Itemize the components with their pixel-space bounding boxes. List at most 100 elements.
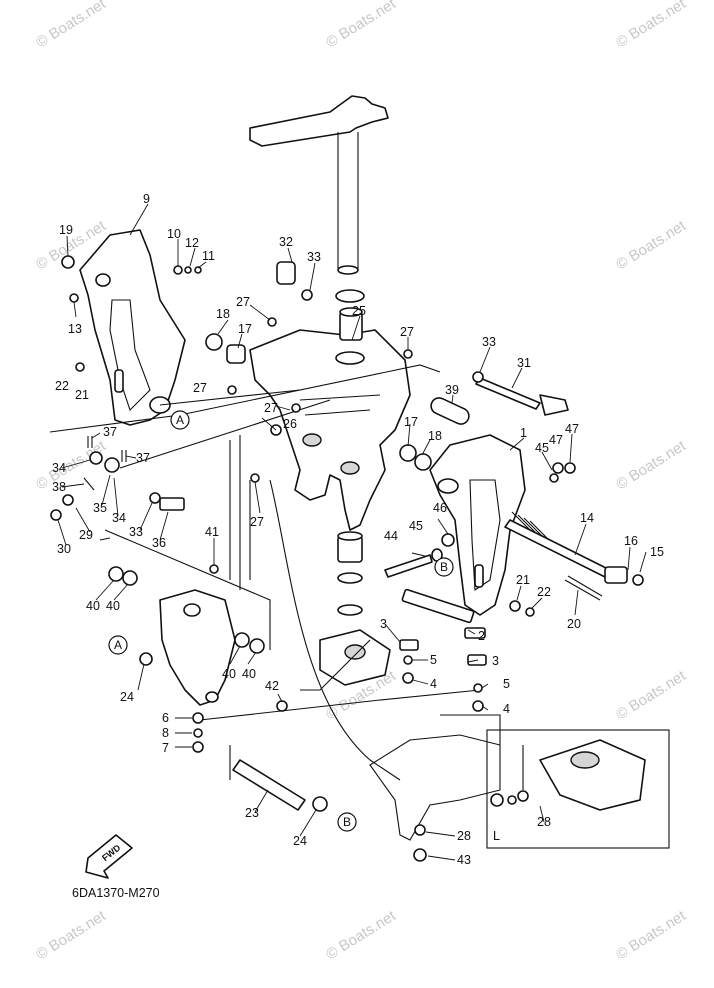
lower-unit-outline (369, 714, 501, 841)
steering-bushing-stack (335, 289, 365, 341)
callout-label: 32 (279, 235, 293, 249)
callout-label: 37 (103, 425, 117, 439)
reference-marker-label: B (440, 560, 448, 574)
tilt-tube-bolt (384, 548, 443, 578)
callout-label: 22 (55, 379, 69, 393)
callout-label: 33 (129, 525, 143, 539)
callout-label: 7 (162, 741, 169, 755)
callout-label: 28 (537, 815, 551, 829)
drawing-code: 6DA1370-M270 (72, 886, 160, 900)
fwd-arrow-icon: FWD (85, 834, 133, 879)
callout-label: 33 (307, 250, 321, 264)
callout-label: 40 (242, 667, 256, 681)
fastener-glyphs (50, 255, 644, 862)
callout-label: 24 (293, 834, 307, 848)
callout-label: 27 (250, 515, 264, 529)
callout-label: 42 (265, 679, 279, 693)
reference-marker-b-bottom: B (337, 812, 357, 832)
callout-label: 23 (245, 806, 259, 820)
callout-label: 40 (222, 667, 236, 681)
right-clamp-bracket-shape (429, 434, 526, 616)
watermark: © Boats.net (323, 0, 399, 51)
watermark: © Boats.net (613, 907, 689, 964)
callout-label: 5 (503, 677, 510, 691)
callout-label: 12 (185, 236, 199, 250)
callout-label: 17 (238, 322, 252, 336)
callout-label: 3 (380, 617, 387, 631)
callout-labels: 9 19 10 12 11 13 18 17 27 32 33 25 27 33… (52, 192, 664, 867)
watermark: © Boats.net (613, 0, 689, 51)
callout-label: 43 (457, 853, 471, 867)
callout-label: 27 (193, 381, 207, 395)
reference-marker-label: A (176, 413, 184, 427)
lower-mount-yoke (319, 629, 391, 686)
reference-marker-a-top: A (170, 410, 190, 430)
callout-label: 10 (167, 227, 181, 241)
callout-label: 24 (120, 690, 134, 704)
reference-marker-a-bottom: A (108, 635, 128, 655)
assembly-lines (49, 364, 481, 781)
callout-label: 18 (216, 307, 230, 321)
callout-label: 39 (445, 383, 459, 397)
watermark: © Boats.net (33, 907, 109, 964)
callout-label: 33 (482, 335, 496, 349)
reference-marker-label: A (114, 638, 122, 652)
callout-label: 25 (352, 304, 366, 318)
inset-detail-l: L (486, 729, 670, 849)
reference-marker-b-top: B (434, 557, 454, 577)
left-clamp-bracket-shape (79, 229, 186, 426)
callout-label: 1 (520, 426, 527, 440)
callout-label: 13 (68, 322, 82, 336)
watermark: © Boats.net (33, 0, 109, 51)
callout-label: 40 (86, 599, 100, 613)
thrust-rod-shape (504, 511, 628, 584)
callout-label: 15 (650, 545, 664, 559)
callout-label: 35 (93, 501, 107, 515)
callout-label: 16 (624, 534, 638, 548)
watermark: © Boats.net (613, 667, 689, 724)
callout-label: 3 (492, 654, 499, 668)
callout-label: 47 (549, 433, 563, 447)
callout-label: 11 (202, 249, 215, 263)
callout-label: 26 (283, 417, 297, 431)
watermark: © Boats.net (323, 907, 399, 964)
callout-label: 21 (516, 573, 530, 587)
watermark: © Boats.net (613, 437, 689, 494)
callout-label: 19 (59, 223, 73, 237)
callout-label: 14 (580, 511, 594, 525)
callout-label: 36 (152, 536, 166, 550)
lower-bracket-assembly (159, 589, 236, 706)
tilt-lock-rod (475, 377, 569, 416)
steering-arm-shape (249, 95, 389, 275)
callout-label: 28 (457, 829, 471, 843)
collar-39 (430, 397, 470, 425)
callout-label: 22 (537, 585, 551, 599)
callout-label: 27 (264, 401, 278, 415)
swivel-bracket-shape (249, 329, 411, 531)
reference-marker-label: B (343, 815, 351, 829)
callout-label: 21 (75, 388, 89, 402)
callout-label: 27 (236, 295, 250, 309)
callout-label: 44 (384, 529, 398, 543)
watermark: © Boats.net (613, 217, 689, 274)
callout-label: 34 (112, 511, 126, 525)
callout-label: 27 (400, 325, 414, 339)
callout-label: 8 (162, 726, 169, 740)
callout-label: 4 (503, 702, 510, 716)
callout-label: 47 (565, 422, 579, 436)
callout-label: 9 (143, 192, 150, 206)
callout-label: 45 (535, 441, 549, 455)
callout-label: 38 (52, 480, 66, 494)
callout-label: 2 (478, 629, 485, 643)
inset-label: L (493, 829, 500, 843)
callout-label: 41 (205, 525, 219, 539)
callout-label: 45 (409, 519, 423, 533)
sleeve-23 (232, 759, 306, 811)
callout-label: 46 (433, 501, 447, 515)
callout-label: 37 (136, 451, 150, 465)
callout-label: 40 (106, 599, 120, 613)
callout-label: 17 (404, 415, 418, 429)
callout-label: 30 (57, 542, 71, 556)
lower-bushing-stack (337, 531, 363, 616)
